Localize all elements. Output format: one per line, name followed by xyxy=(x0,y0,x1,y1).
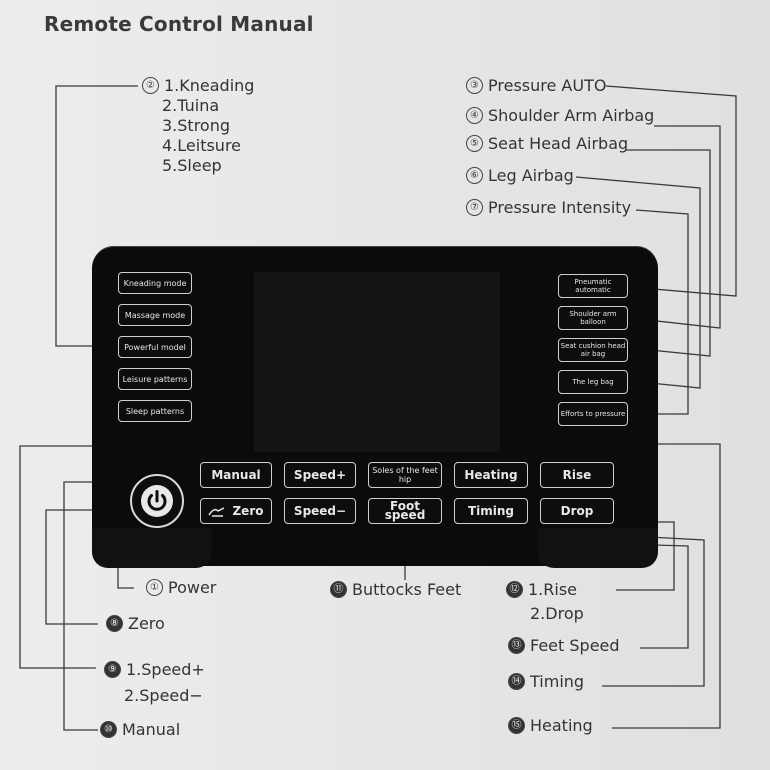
callout-shoulder-arm-text: Shoulder Arm Airbag xyxy=(488,106,655,125)
callout-mode-line-3: 3.Strong xyxy=(162,116,231,135)
callout-mode-line-5: 5.Sleep xyxy=(162,156,222,175)
callout-zero: ⑧ Zero xyxy=(106,614,165,634)
seat-cushion-head-airbag-button[interactable]: Seat cushion head air bag xyxy=(558,338,628,362)
massage-mode-button[interactable]: Massage mode xyxy=(118,304,192,326)
sleep-patterns-button[interactable]: Sleep patterns xyxy=(118,400,192,422)
callout-number-14: ⑭ xyxy=(508,673,525,690)
callout-leg-airbag: ⑥ Leg Airbag xyxy=(466,166,574,186)
callout-number-9: ⑨ xyxy=(104,661,121,678)
heating-button[interactable]: Heating xyxy=(454,462,528,488)
callout-feet-speed-text: Feet Speed xyxy=(530,636,620,655)
callout-pressure-auto-text: Pressure AUTO xyxy=(488,76,607,95)
pneumatic-automatic-button[interactable]: Pneumatic automatic xyxy=(558,274,628,298)
shoulder-arm-balloon-button[interactable]: Shoulder arm balloon xyxy=(558,306,628,330)
callout-number-2: ② xyxy=(142,77,159,94)
callout-number-11: ⑪ xyxy=(330,581,347,598)
callout-number-8: ⑧ xyxy=(106,615,123,632)
callout-feet-speed: ⑬ Feet Speed xyxy=(508,636,620,656)
callout-speed: ⑨ 1.Speed+ xyxy=(104,660,205,680)
callout-speed-minus-text: 2.Speed− xyxy=(124,686,203,705)
callout-rise-drop: ⑫ 1.Rise xyxy=(506,580,577,600)
remote-control: Kneading mode Massage mode Powerful mode… xyxy=(92,246,658,568)
callout-number-4: ④ xyxy=(466,107,483,124)
callout-seat-head-airbag: ⑤ Seat Head Airbag xyxy=(466,134,628,154)
callout-speed-plus-text: 1.Speed+ xyxy=(126,660,205,679)
page-title: Remote Control Manual xyxy=(44,12,314,36)
speed-plus-button[interactable]: Speed+ xyxy=(284,462,356,488)
callout-number-12: ⑫ xyxy=(506,581,523,598)
speed-minus-button[interactable]: Speed− xyxy=(284,498,356,524)
callout-pressure-intensity: ⑦ Pressure Intensity xyxy=(466,198,631,218)
callout-heating: ⑮ Heating xyxy=(508,716,593,736)
manual-button[interactable]: Manual xyxy=(200,462,272,488)
callout-power: ① Power xyxy=(146,578,216,598)
callout-mode-line-4: 4.Leitsure xyxy=(162,136,242,155)
callout-number-5: ⑤ xyxy=(466,135,483,152)
foot-speed-button[interactable]: Foot speed xyxy=(368,498,442,524)
zero-gravity-icon xyxy=(208,505,226,518)
callout-seat-head-text: Seat Head Airbag xyxy=(488,134,629,153)
power-button[interactable] xyxy=(130,474,184,528)
callout-buttocks-feet: ⑪ Buttocks Feet xyxy=(330,580,461,600)
efforts-to-pressure-button[interactable]: Efforts to pressure xyxy=(558,402,628,426)
callout-manual: ⑩ Manual xyxy=(100,720,180,740)
remote-right-foot xyxy=(538,528,658,568)
kneading-mode-button[interactable]: Kneading mode xyxy=(118,272,192,294)
rise-button[interactable]: Rise xyxy=(540,462,614,488)
zero-button[interactable]: Zero xyxy=(200,498,272,524)
timing-button[interactable]: Timing xyxy=(454,498,528,524)
remote-left-foot xyxy=(92,528,212,568)
leg-bag-button[interactable]: The leg bag xyxy=(558,370,628,394)
callout-number-13: ⑬ xyxy=(508,637,525,654)
drop-button[interactable]: Drop xyxy=(540,498,614,524)
callout-heating-text: Heating xyxy=(530,716,593,735)
callout-pressure-intensity-text: Pressure Intensity xyxy=(488,198,632,217)
soles-feet-hip-button[interactable]: Soles of the feet hip xyxy=(368,462,442,488)
callout-number-1: ① xyxy=(146,579,163,596)
power-icon xyxy=(141,485,173,517)
callout-mode: ② 1.Kneading xyxy=(142,76,254,96)
callout-mode-line-1: 1.Kneading xyxy=(164,76,255,95)
display-screen xyxy=(254,272,500,452)
callout-manual-text: Manual xyxy=(122,720,181,739)
callout-timing: ⑭ Timing xyxy=(508,672,584,692)
callout-number-15: ⑮ xyxy=(508,717,525,734)
powerful-model-button[interactable]: Powerful model xyxy=(118,336,192,358)
callout-number-7: ⑦ xyxy=(466,199,483,216)
callout-leg-airbag-text: Leg Airbag xyxy=(488,166,574,185)
callout-pressure-auto: ③ Pressure AUTO xyxy=(466,76,606,96)
callout-shoulder-arm-airbag: ④ Shoulder Arm Airbag xyxy=(466,106,654,126)
zero-button-label: Zero xyxy=(232,503,264,518)
callout-timing-text: Timing xyxy=(530,672,585,691)
callout-number-6: ⑥ xyxy=(466,167,483,184)
callout-buttocks-feet-text: Buttocks Feet xyxy=(352,580,462,599)
leisure-patterns-button[interactable]: Leisure patterns xyxy=(118,368,192,390)
callout-power-text: Power xyxy=(168,578,217,597)
callout-rise-text: 1.Rise xyxy=(528,580,578,599)
callout-number-10: ⑩ xyxy=(100,721,117,738)
callout-mode-line-2: 2.Tuina xyxy=(162,96,220,115)
callout-number-3: ③ xyxy=(466,77,483,94)
callout-drop-text: 2.Drop xyxy=(530,604,584,623)
callout-zero-text: Zero xyxy=(128,614,165,633)
